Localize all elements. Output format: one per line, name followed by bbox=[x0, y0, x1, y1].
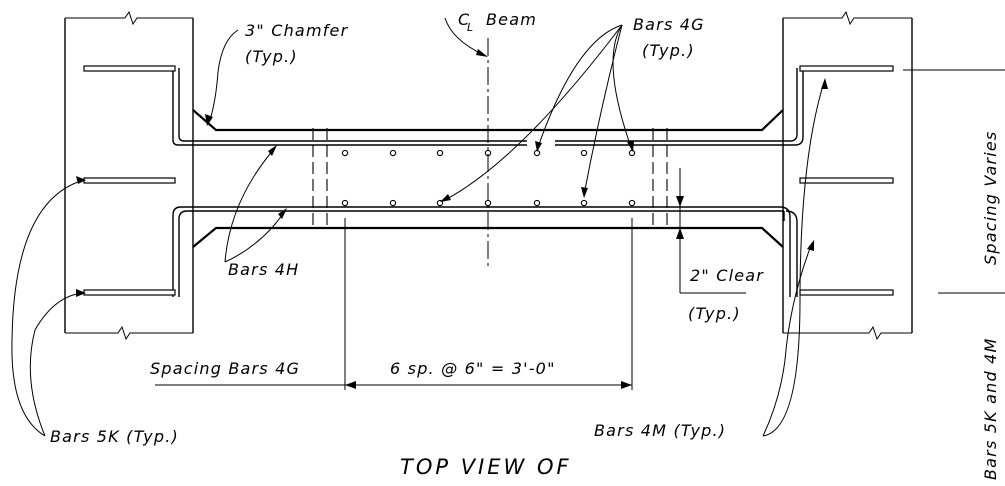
bars-4m-ties bbox=[312, 128, 668, 230]
clear-label: 2" Clear bbox=[690, 266, 764, 285]
bars-4g-label: Bars 4G bbox=[633, 15, 705, 34]
spacing-4g-label: Spacing Bars 4G bbox=[150, 359, 300, 378]
labels: 3" Chamfer (Typ.) C L Beam Bars 4G (Typ.… bbox=[50, 10, 1000, 480]
bars-4g-dots-top bbox=[341, 149, 636, 157]
beam-outline bbox=[192, 109, 784, 248]
centerline-symbol: C bbox=[458, 10, 470, 29]
chamfer-typ-label: (Typ.) bbox=[245, 47, 298, 66]
beam-centerline bbox=[444, 17, 489, 270]
clear-typ-label: (Typ.) bbox=[688, 304, 741, 323]
spacing-varies-label: Spacing Varies bbox=[981, 131, 1000, 265]
bars-4h-bottom bbox=[172, 206, 798, 297]
left-column bbox=[64, 10, 194, 341]
bars-5k bbox=[83, 65, 894, 296]
bars-4g-typ-label: (Typ.) bbox=[642, 41, 695, 60]
chamfer-label: 3" Chamfer bbox=[245, 21, 349, 40]
spacing-dimension-label: 6 sp. @ 6" = 3'-0" bbox=[390, 359, 556, 378]
bars-5k-4m-label: Bars 5K and 4M bbox=[981, 337, 1000, 480]
dimension-lines bbox=[155, 69, 1005, 390]
centerline-symbol-sub: L bbox=[467, 21, 474, 34]
leaders bbox=[11, 24, 828, 437]
bars-4h-top bbox=[172, 68, 804, 146]
bars-4m-label: Bars 4M (Typ.) bbox=[594, 421, 726, 440]
centerline-label: Beam bbox=[486, 10, 537, 29]
bars-5k-label: Bars 5K (Typ.) bbox=[50, 427, 179, 446]
view-title: TOP VIEW OF bbox=[400, 455, 572, 479]
bars-4h-label: Bars 4H bbox=[228, 260, 299, 279]
bars-4g-dots-bottom bbox=[341, 199, 636, 207]
